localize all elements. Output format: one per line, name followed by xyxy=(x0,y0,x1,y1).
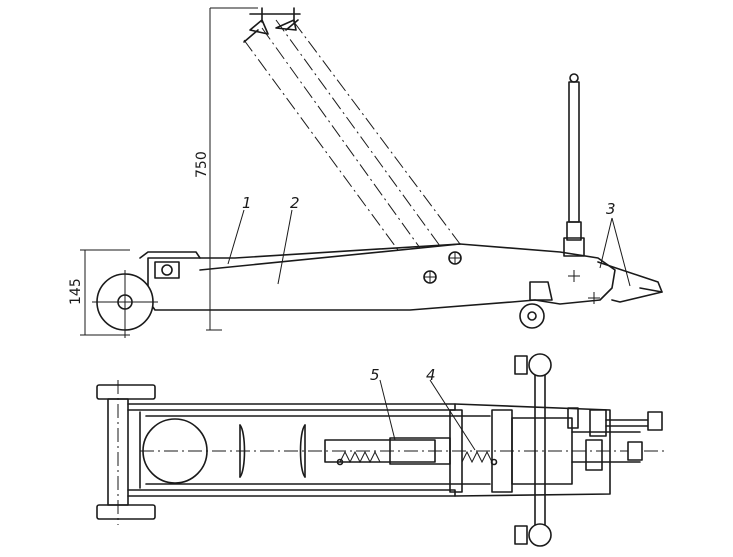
pump-handle xyxy=(563,73,663,304)
callout-2: 2 xyxy=(290,194,300,212)
pump-linkage xyxy=(567,407,663,471)
callout-1: 1 xyxy=(242,194,252,212)
rear-castors xyxy=(514,353,552,547)
spring-5 xyxy=(336,450,381,466)
frame-body xyxy=(139,243,616,311)
saddle-post xyxy=(154,261,180,279)
lifting-arm-raised xyxy=(243,7,461,251)
front-axle xyxy=(96,380,156,525)
dimension-lift-height: 750 xyxy=(194,7,258,331)
dimension-145-label: 145 xyxy=(68,278,84,305)
callout-3: 3 xyxy=(606,200,616,218)
callout-5: 5 xyxy=(370,366,380,384)
dimension-750-label: 750 xyxy=(194,151,210,178)
callout-4: 4 xyxy=(426,366,436,384)
ram-cylinder xyxy=(140,418,665,484)
cross-plates xyxy=(449,409,641,493)
leaders-plan xyxy=(379,379,476,451)
plan-view: 5 4 xyxy=(96,353,665,547)
frame-rails xyxy=(127,403,611,497)
dimension-base-height: 145 xyxy=(68,249,130,336)
front-wheel xyxy=(92,270,158,338)
side-view: 750 145 xyxy=(68,7,663,338)
leaders-side xyxy=(227,209,631,287)
rear-castor xyxy=(519,281,553,329)
